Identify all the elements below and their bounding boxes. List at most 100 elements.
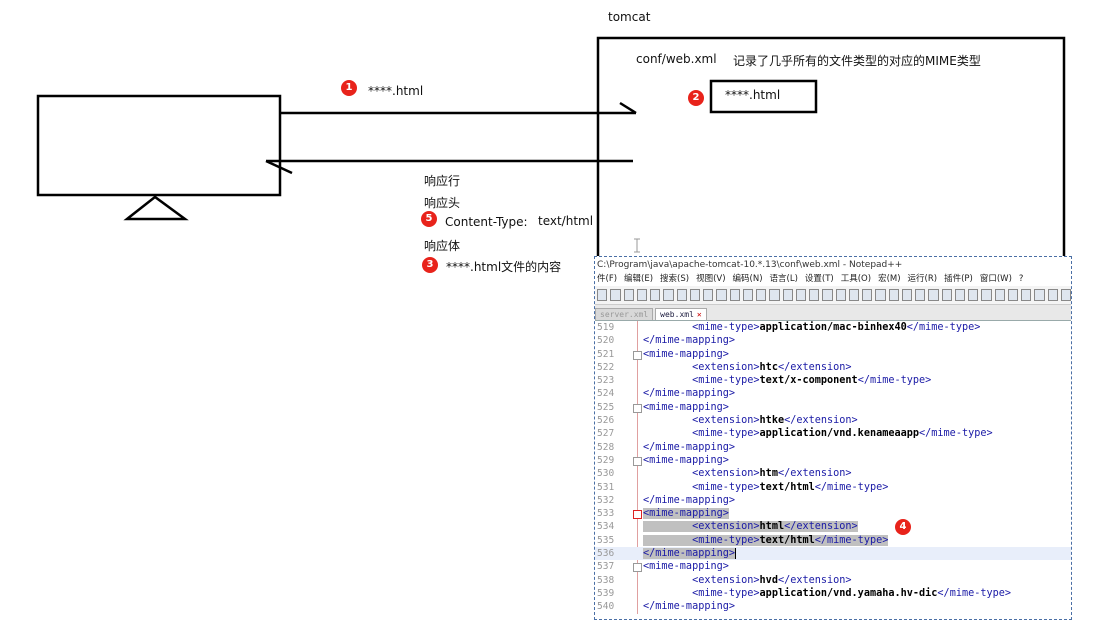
xml-open-tag: <extension> [692,521,760,533]
fold-toggle-icon[interactable] [633,350,642,360]
toolbar-button-icon[interactable] [1021,289,1032,301]
menu-item[interactable]: 件(F) [597,274,618,284]
xml-open-tag: </mime-mapping> [643,494,736,506]
menu-item[interactable]: 运行(R) [907,274,938,284]
tomcat-server-box [596,36,1066,257]
xml-open-tag: <extension> [692,415,760,427]
toolbar-button-icon[interactable] [636,289,647,301]
code-line[interactable]: 536</mime-mapping> [595,547,1071,561]
toolbar-button-icon[interactable] [703,289,714,301]
notepad-menubar[interactable]: 件(F) 编辑(E) 搜索(S) 视图(V) 编码(N) 语言(L) 设置(T) 工具(O) 宏… [595,273,1071,286]
code-line[interactable]: 527 <mime-type>application/vnd.kenameaap… [595,427,1071,440]
menu-item[interactable]: 插件(P) [944,274,973,284]
menu-item[interactable]: 编辑(E) [624,274,654,284]
toolbar-button-icon[interactable] [663,289,674,301]
toolbar-button-icon[interactable] [941,289,952,301]
code-line[interactable]: 519 <mime-type>application/mac-binhex40<… [595,321,1071,334]
toolbar-button-icon[interactable] [835,289,846,301]
code-line[interactable]: 530 <extension>htm</extension> [595,467,1071,480]
toolbar-button-icon[interactable] [1007,289,1018,301]
toolbar-button-icon[interactable] [862,289,873,301]
code-line[interactable]: 538 <extension>hvd</extension> [595,574,1071,587]
xml-close-tag: </mime-type> [906,322,981,333]
fold-toggle-icon[interactable] [633,456,642,466]
code-line[interactable]: 525<mime-mapping> [595,401,1071,414]
toolbar-button-icon[interactable] [809,289,820,301]
menu-item[interactable]: 搜索(S) [660,274,690,284]
toolbar-button-icon[interactable] [650,289,661,301]
content-type-value: text/html [538,214,594,228]
toolbar-button-icon[interactable] [597,289,608,301]
toolbar-button-icon[interactable] [729,289,740,301]
fold-toggle-icon[interactable] [633,403,642,413]
toolbar-button-icon[interactable] [928,289,939,301]
menu-item[interactable]: 语言(L) [769,274,798,284]
code-line[interactable]: 533<mime-mapping> [595,507,1071,520]
code-line[interactable]: 535 <mime-type>text/html</mime-type> [595,534,1071,547]
fold-toggle-icon[interactable] [633,510,642,520]
notepad-window[interactable]: C:\Program\java\apache-tomcat-10.*.13\co… [594,256,1072,620]
notepad-toolbar[interactable] [595,286,1071,305]
code-editor[interactable]: 519 <mime-type>application/mac-binhex40<… [595,321,1071,614]
xml-open-tag: <extension> [692,468,760,480]
toolbar-button-icon[interactable] [610,289,621,301]
toolbar-button-icon[interactable] [888,289,899,301]
toolbar-button-icon[interactable] [1047,289,1058,301]
menu-item[interactable]: 设置(T) [804,274,834,284]
code-line[interactable]: 522 <extension>htc</extension> [595,361,1071,374]
notepad-tabs[interactable]: server.xml web.xml✕ [595,305,1071,321]
toolbar-button-icon[interactable] [689,289,700,301]
menu-item[interactable]: ? [1018,274,1024,284]
code-line[interactable]: 539 <mime-type>application/vnd.yamaha.hv… [595,587,1071,600]
toolbar-button-icon[interactable] [954,289,965,301]
menu-item[interactable]: 编码(N) [732,274,763,284]
code-line[interactable]: 521<mime-mapping> [595,348,1071,361]
toolbar-button-icon[interactable] [1060,289,1071,301]
toolbar-button-icon[interactable] [756,289,767,301]
menu-item[interactable]: 工具(O) [840,274,872,284]
code-line[interactable]: 526 <extension>htke</extension> [595,414,1071,427]
code-line[interactable]: 537<mime-mapping> [595,560,1071,573]
code-line[interactable]: 528</mime-mapping> [595,441,1071,454]
request-file-label: ****.html [368,84,424,98]
toolbar-button-icon[interactable] [981,289,992,301]
response-body-content: ****.html文件的内容 [446,260,562,274]
code-line[interactable]: 532</mime-mapping> [595,494,1071,507]
toolbar-button-icon[interactable] [623,289,634,301]
code-line[interactable]: 520</mime-mapping> [595,334,1071,347]
fold-toggle-icon[interactable] [633,563,642,573]
config-file-label: conf/web.xml [636,52,717,66]
xml-close-tag: </extension> [777,468,852,480]
toolbar-button-icon[interactable] [795,289,806,301]
menu-item[interactable]: 视图(V) [696,274,726,284]
tab-web-xml[interactable]: web.xml✕ [655,308,707,320]
toolbar-button-icon[interactable] [968,289,979,301]
menu-item[interactable]: 窗口(W) [979,274,1012,284]
toolbar-button-icon[interactable] [676,289,687,301]
line-number: 533 [597,508,615,520]
toolbar-button-icon[interactable] [716,289,727,301]
code-line[interactable]: 531 <mime-type>text/html</mime-type> [595,481,1071,494]
toolbar-button-icon[interactable] [769,289,780,301]
close-icon[interactable]: ✕ [696,310,702,319]
line-number: 536 [597,548,615,560]
toolbar-button-icon[interactable] [822,289,833,301]
code-line[interactable]: 523 <mime-type>text/x-component</mime-ty… [595,374,1071,387]
xml-value: htke [759,415,785,427]
toolbar-button-icon[interactable] [848,289,859,301]
tab-server-xml[interactable]: server.xml [595,308,654,320]
code-line[interactable]: 529<mime-mapping> [595,454,1071,467]
menu-item[interactable]: 宏(M) [878,274,901,284]
toolbar-button-icon[interactable] [901,289,912,301]
toolbar-button-icon[interactable] [875,289,886,301]
code-line[interactable]: 540</mime-mapping> [595,600,1071,613]
code-line[interactable]: 524</mime-mapping> [595,387,1071,400]
toolbar-button-icon[interactable] [915,289,926,301]
step-badge-5: 5 [421,211,437,227]
code-line[interactable]: 534 <extension>html</extension> [595,520,1071,533]
xml-value: htc [759,361,778,373]
toolbar-button-icon[interactable] [994,289,1005,301]
toolbar-button-icon[interactable] [742,289,753,301]
toolbar-button-icon[interactable] [1034,289,1045,301]
toolbar-button-icon[interactable] [782,289,793,301]
